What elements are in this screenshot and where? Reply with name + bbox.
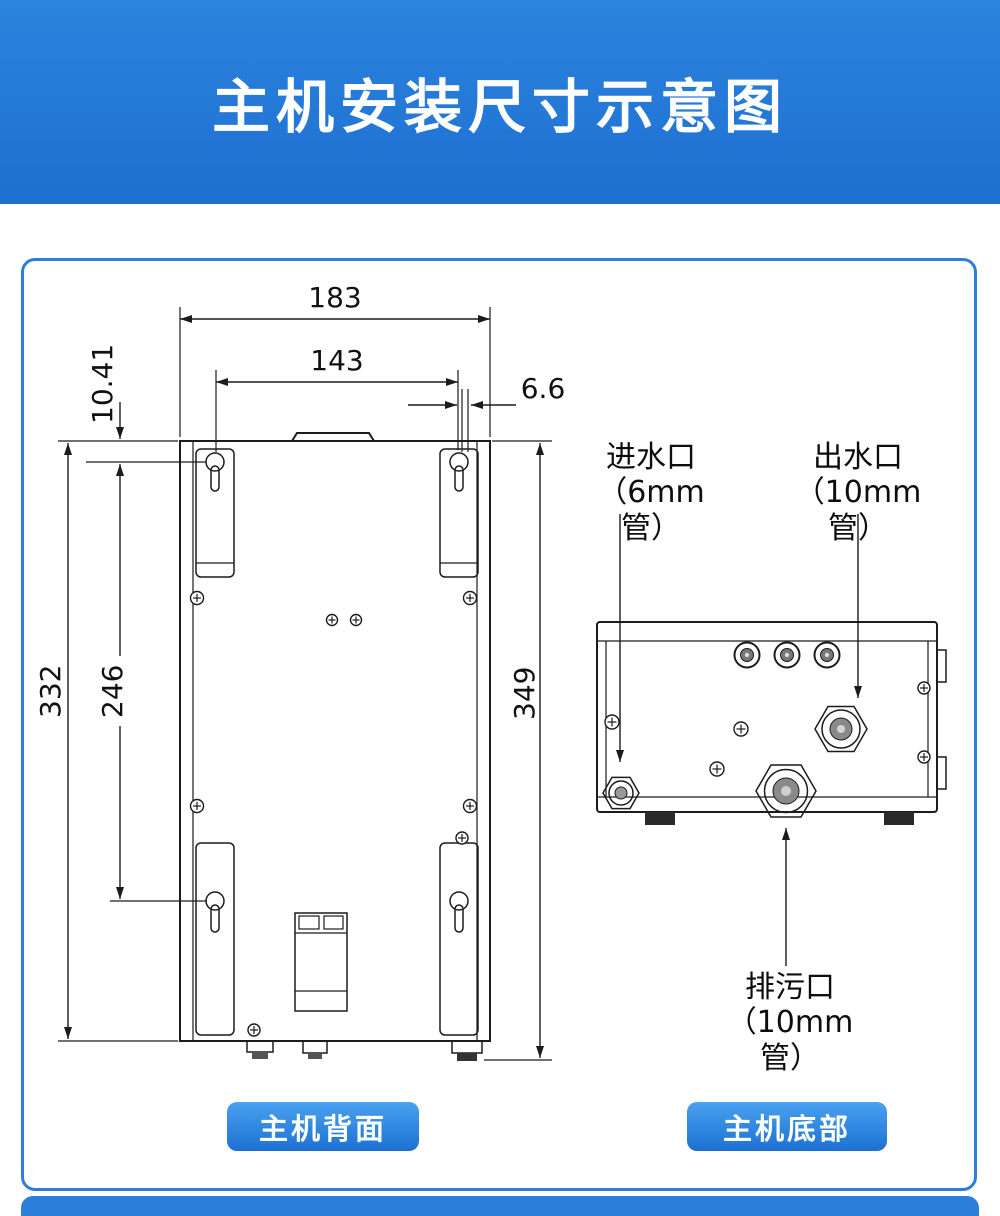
screw-icon (189, 590, 205, 606)
back-view-caption: 主机背面 (227, 1102, 419, 1151)
port-arrows (616, 514, 862, 966)
drain-title: 排污口 (745, 970, 835, 1005)
screw-icon (917, 750, 931, 764)
vent-ring-icon (733, 641, 761, 669)
inlet-fitting-icon (602, 776, 640, 810)
inlet-spec: （6mm管） (597, 475, 705, 546)
dim-offset-top: 10.41 (86, 344, 119, 424)
dim-height-outer-left: 332 (34, 665, 67, 718)
drain-label: 排污口 （10mm管） (712, 970, 868, 1076)
outlet-spec: （10mm管） (794, 475, 922, 546)
inlet-label: 进水口 （6mm管） (575, 440, 727, 546)
screw-icon (917, 681, 931, 695)
dim-height-right: 349 (508, 667, 541, 720)
screw-icon (189, 798, 205, 814)
dim-width-outer: 183 (308, 281, 361, 314)
outlet-title: 出水口 (813, 440, 903, 475)
drain-spec: （10mm管） (726, 1005, 854, 1076)
bottom-view-caption: 主机底部 (687, 1102, 887, 1151)
page-title: 主机安装尺寸示意图 (211, 73, 788, 141)
bottom-view-drawing (596, 621, 947, 825)
screw-icon (462, 590, 478, 606)
header-banner: 主机安装尺寸示意图 (0, 0, 1000, 204)
dim-height-inner: 246 (96, 665, 129, 718)
screw-icon (247, 1023, 261, 1037)
screw-icon (455, 831, 469, 845)
drain-fitting-icon (755, 764, 817, 818)
screw-icon (604, 714, 620, 730)
vent-ring-icon (813, 641, 841, 669)
screw-icon (709, 761, 725, 777)
dim-width-inner: 143 (310, 344, 363, 377)
inlet-title: 进水口 (606, 440, 696, 475)
screw-icon (733, 721, 749, 737)
screw-icon (325, 613, 339, 627)
screw-icon (349, 613, 363, 627)
dimension-annotations: 183 143 6.6 10.41 332 246 (34, 281, 566, 1061)
dim-offset-small: 6.6 (521, 372, 566, 405)
outlet-fitting-icon (814, 705, 868, 753)
screw-icon (462, 798, 478, 814)
bottom-section-bar (21, 1196, 979, 1216)
outlet-label: 出水口 （10mm管） (780, 440, 936, 546)
vent-ring-icon (773, 641, 801, 669)
back-view-drawing (179, 389, 491, 1061)
